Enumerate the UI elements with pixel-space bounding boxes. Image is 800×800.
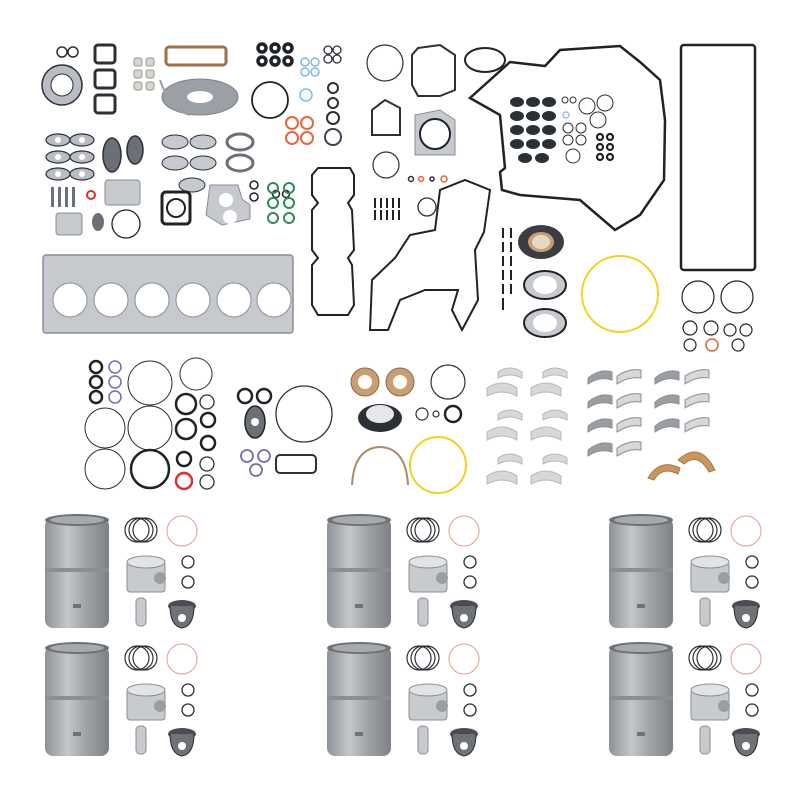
main-bearings [587, 369, 710, 457]
rod-end [168, 728, 196, 757]
retainer-clips [463, 683, 477, 717]
cylinder-liner [609, 642, 673, 756]
piston-pin [135, 725, 147, 755]
rod-end [450, 728, 478, 757]
cylinder-kit [327, 642, 480, 757]
piston-rings [124, 517, 158, 543]
cylinder-liner [609, 514, 673, 628]
cylinder-liner [45, 514, 109, 628]
retainer-clips [745, 683, 759, 717]
liner-seal [448, 515, 480, 547]
piston-rings [688, 517, 722, 543]
cylinder-kit [45, 514, 198, 629]
liner-seal [730, 515, 762, 547]
piston-rings [688, 645, 722, 671]
piston [690, 555, 730, 593]
piston-pin [417, 725, 429, 755]
cylinder-kit [327, 514, 480, 629]
piston-rings [124, 645, 158, 671]
rod-bearings [486, 367, 568, 485]
cylinder-kit [609, 514, 762, 629]
retainer-clips [181, 683, 195, 717]
liner-seal [166, 515, 198, 547]
retainer-clips [181, 555, 195, 589]
liner-seal [166, 643, 198, 675]
cylinder-liner [327, 514, 391, 628]
cylinder-kit [45, 642, 198, 757]
piston [126, 555, 166, 593]
piston-pin [417, 597, 429, 627]
piston-rings [406, 645, 440, 671]
rod-end [732, 600, 760, 629]
cylinder-kit [609, 642, 762, 757]
rod-end [450, 600, 478, 629]
thrust-washers [647, 451, 716, 481]
piston [408, 555, 448, 593]
piston-pin [699, 725, 711, 755]
o-ring-assortment [84, 357, 467, 494]
liner-seal [448, 643, 480, 675]
rod-end [168, 600, 196, 629]
liner-seal [730, 643, 762, 675]
piston-pin [135, 597, 147, 627]
retainer-clips [745, 555, 759, 589]
cylinder-liner [327, 642, 391, 756]
cylinder-liner [45, 642, 109, 756]
piston-pin [699, 597, 711, 627]
piston [408, 683, 448, 721]
rod-end [732, 728, 760, 757]
piston [126, 683, 166, 721]
retainer-clips [463, 555, 477, 589]
lower-gasket-set [366, 43, 757, 352]
piston-rings [406, 517, 440, 543]
piston [690, 683, 730, 721]
upper-gasket-set [41, 42, 356, 334]
